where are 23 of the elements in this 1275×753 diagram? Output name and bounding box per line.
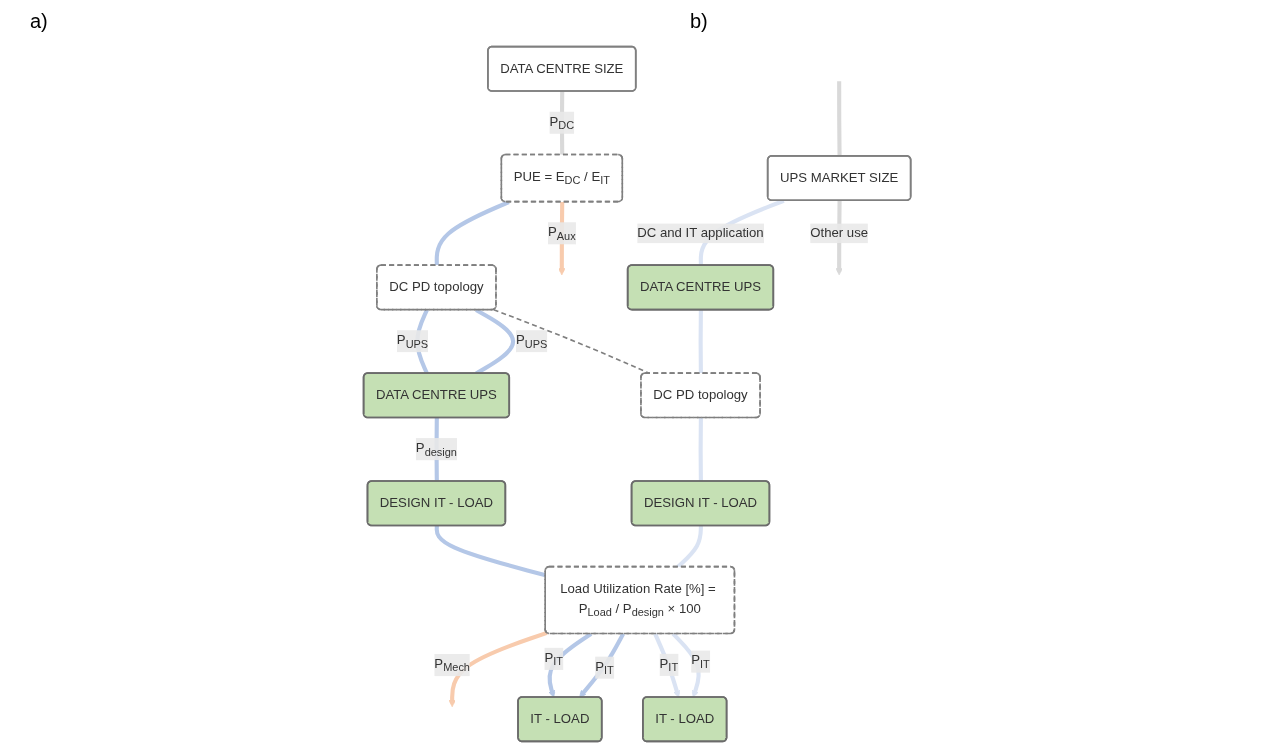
edge-label: Other use xyxy=(810,225,869,240)
arrow xyxy=(547,632,593,698)
panel-label: b) xyxy=(690,10,708,33)
edge-label: P$_{Aux}$ xyxy=(548,224,577,243)
edge-label: P$_{IT}$ xyxy=(544,650,564,668)
edge-label: P$_{IT}$ xyxy=(659,656,679,674)
connector xyxy=(837,81,842,157)
arrow xyxy=(672,632,702,698)
connector xyxy=(698,417,704,482)
edge-label: P$_{design}$ xyxy=(416,440,458,459)
edge-label: P$_{IT}$ xyxy=(691,652,711,671)
panel-label: a) xyxy=(30,10,48,33)
edge-label: P$_{Mech}$ xyxy=(434,656,471,674)
arrow xyxy=(579,632,626,698)
edge-label: P$_{DC}$ xyxy=(549,114,575,132)
edge-label: P$_{UPS}$ xyxy=(397,332,429,351)
connector xyxy=(698,309,704,374)
edge-label: P$_{UPS}$ xyxy=(516,332,548,351)
edge-label: P$_{IT}$ xyxy=(595,659,615,677)
arrow xyxy=(653,633,681,698)
arrow xyxy=(448,630,548,708)
connector xyxy=(435,200,511,266)
edge-label: DC and IT application xyxy=(637,225,765,240)
